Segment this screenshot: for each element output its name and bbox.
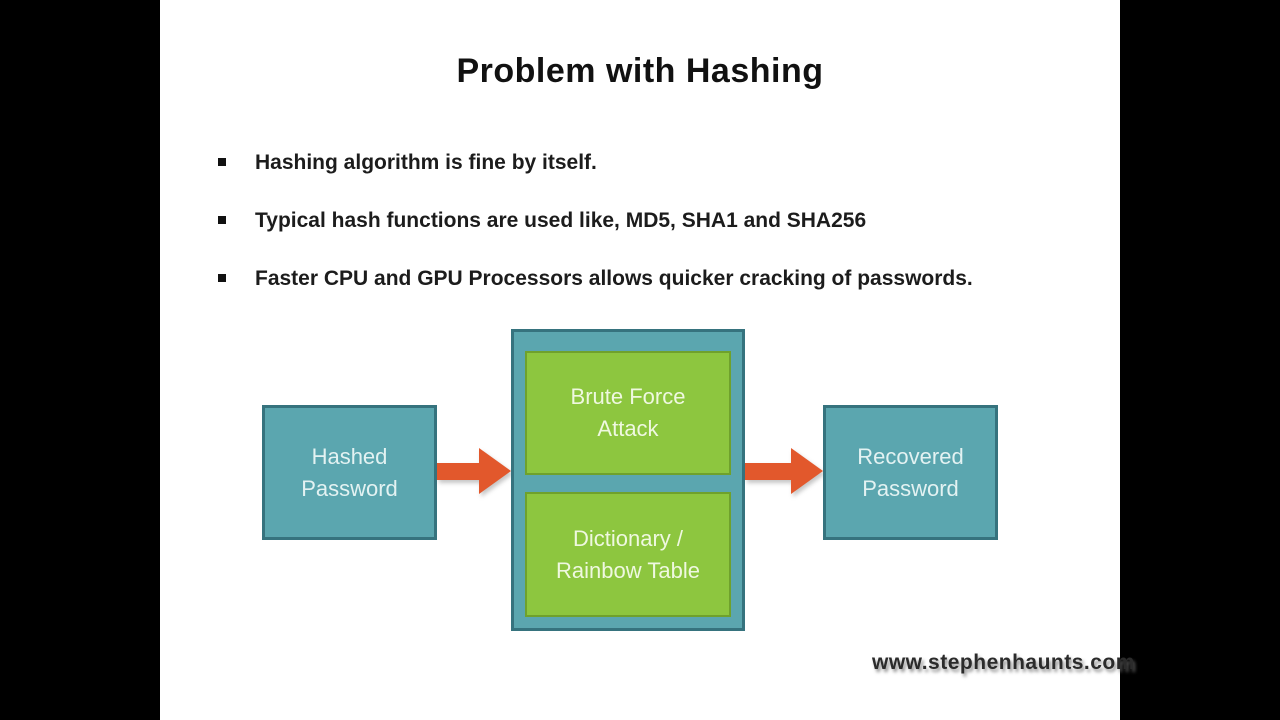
watermark-url: www.stephenhaunts.com bbox=[872, 651, 1135, 674]
hashed-password-line1: Hashed bbox=[311, 443, 388, 469]
bullet-item: Faster CPU and GPU Processors allows qui… bbox=[218, 266, 1090, 291]
flow-arrow-right-icon bbox=[745, 448, 823, 494]
bullet-text: Hashing algorithm is fine by itself. bbox=[255, 151, 597, 174]
recovered-password-box: Recovered Password bbox=[823, 405, 998, 540]
slide-title: Problem with Hashing bbox=[456, 52, 824, 90]
bullet-item: Hashing algorithm is fine by itself. bbox=[218, 150, 1090, 175]
presentation-slide: Problem with Hashing Hashing algorithm i… bbox=[160, 0, 1134, 720]
brute-force-attack-box: Brute Force Attack bbox=[525, 351, 731, 475]
hashed-password-box: Hashed Password bbox=[262, 405, 437, 540]
arrow-head bbox=[791, 448, 823, 494]
hash-cracking-flow-diagram: Hashed Password Brute Force Attack Dicti… bbox=[160, 0, 1120, 720]
arrow-head bbox=[479, 448, 511, 494]
attack-methods-container-box: Brute Force Attack Dictionary / Rainbow … bbox=[511, 329, 745, 631]
hashed-password-line2: Password bbox=[301, 475, 398, 501]
arrow-tail bbox=[437, 462, 479, 480]
bullet-square-icon bbox=[218, 216, 226, 225]
letterbox-left-bar bbox=[0, 0, 160, 720]
letterbox-right-bar bbox=[1120, 0, 1280, 720]
dictionary-rainbow-table-box: Dictionary / Rainbow Table bbox=[525, 492, 731, 617]
flow-arrow-right-icon bbox=[437, 448, 511, 494]
dictionary-line1: Dictionary / bbox=[572, 525, 684, 551]
brute-force-line2: Attack bbox=[597, 416, 659, 441]
dictionary-line2: Rainbow Table bbox=[556, 557, 700, 583]
bullet-square-icon bbox=[218, 274, 226, 283]
bullet-text: Typical hash functions are used like, MD… bbox=[255, 209, 867, 233]
bullet-text: Faster CPU and GPU Processors allows qui… bbox=[255, 267, 973, 291]
bullet-list: Hashing algorithm is fine by itself. Typ… bbox=[218, 150, 1090, 325]
brute-force-line1: Brute Force bbox=[570, 384, 686, 410]
bullet-item: Typical hash functions are used like, MD… bbox=[218, 208, 1090, 233]
bullet-square-icon bbox=[218, 158, 226, 166]
recovered-password-line1: Recovered bbox=[857, 443, 964, 469]
arrow-tail bbox=[745, 462, 791, 480]
recovered-password-line2: Password bbox=[862, 475, 959, 501]
